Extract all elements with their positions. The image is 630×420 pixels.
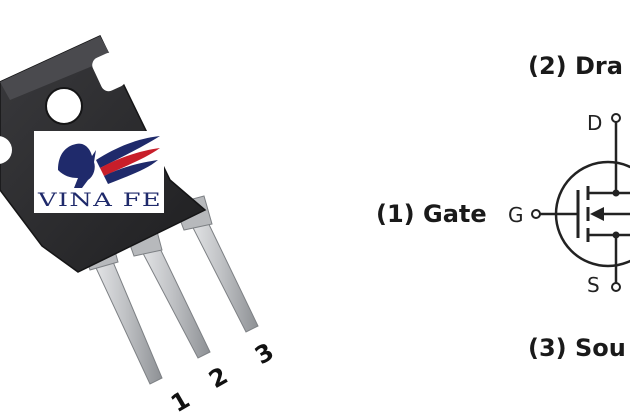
- source-terminal-icon: [611, 282, 621, 292]
- mounting-hole: [45, 87, 83, 125]
- terminal-s: S: [587, 273, 600, 297]
- label-source: (3) Sou: [528, 334, 626, 362]
- pin-number-2: 2: [204, 362, 232, 395]
- logo-text: VINA FE: [37, 189, 162, 211]
- label-drain: (2) Dra: [528, 52, 623, 80]
- vina-logo: VINA FE: [34, 131, 164, 213]
- horse-icon: [58, 143, 96, 188]
- gate-terminal-icon: [531, 209, 541, 219]
- terminal-g: G: [508, 203, 524, 227]
- pin-number-1: 1: [166, 386, 194, 419]
- terminal-d: D: [587, 111, 602, 135]
- mosfet-symbol: [531, 113, 630, 292]
- label-gate: (1) Gate: [376, 200, 487, 228]
- pin-number-3: 3: [250, 338, 278, 371]
- wing-stripes-icon: [96, 136, 160, 184]
- drain-terminal-icon: [611, 113, 621, 123]
- channel-arrow-icon: [590, 207, 604, 221]
- tab-notch: [92, 52, 126, 92]
